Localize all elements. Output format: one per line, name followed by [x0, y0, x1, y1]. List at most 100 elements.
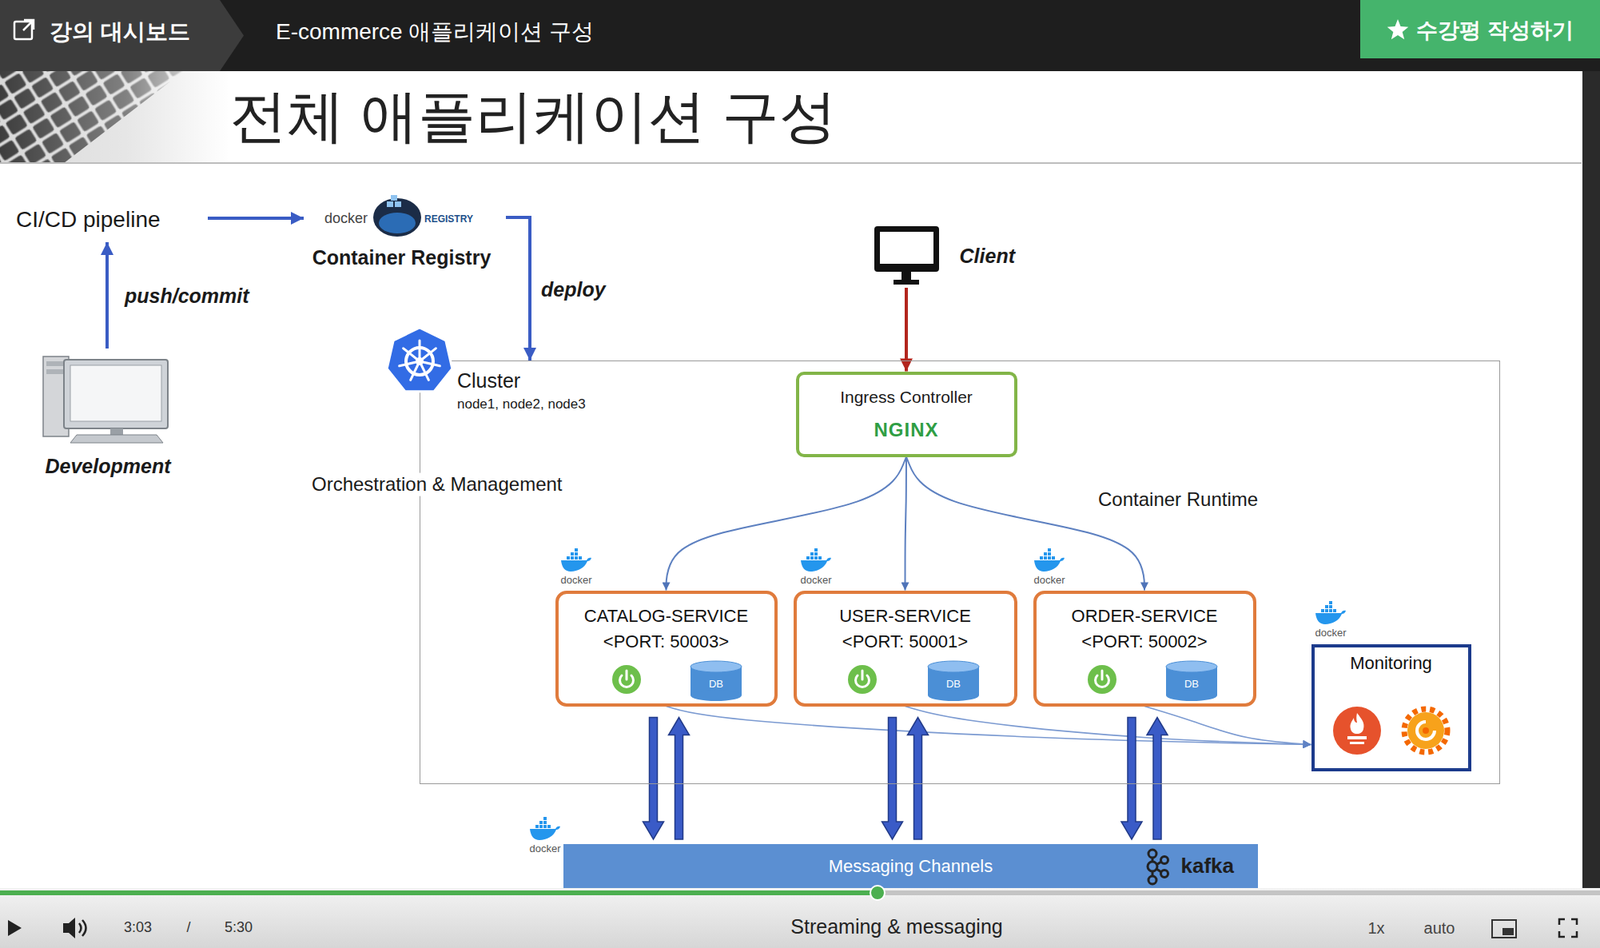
client-stand: [901, 271, 912, 280]
client-group: Client: [871, 223, 1015, 288]
docker-logo: [561, 548, 592, 572]
quality-control: auto: [1424, 918, 1456, 938]
pc-screen: [70, 365, 162, 422]
pc-monitor: [63, 359, 168, 429]
node-title: Ingress Controller: [839, 386, 973, 408]
node-title: Development: [45, 453, 172, 480]
pip-icon: [1502, 927, 1514, 936]
node-detail: <PORT: 50003>: [603, 630, 729, 654]
docker-logo: [1034, 548, 1065, 572]
spring-icon: [847, 664, 877, 694]
speed-control: 1x: [1367, 918, 1385, 938]
edge-label: deploy: [541, 277, 606, 302]
logo-text: docker: [1033, 573, 1065, 587]
laptop-ground: [0, 71, 230, 164]
pipeline-arrow: [207, 218, 304, 219]
grafana-icon: [1422, 727, 1429, 734]
service-box: CATALOG-SERVICE<PORT: 50003>: [555, 590, 778, 707]
messaging-arrow: [643, 717, 690, 840]
slide-title: 전체 애플리케이션 구성: [229, 81, 837, 151]
play-icon: [7, 919, 22, 936]
registry-logo: [390, 195, 398, 201]
grafana-icon: [1404, 708, 1448, 753]
messaging-arrow: [882, 717, 929, 840]
chapter-title: Streaming & messaging: [790, 914, 1003, 939]
connector-line: [906, 457, 1145, 591]
registry-logo: [378, 212, 416, 234]
pc-stand: [110, 428, 124, 435]
request-arrow: [906, 287, 908, 372]
time-current: 3:03: [123, 919, 152, 937]
pc-tower: [46, 369, 66, 375]
nav-link: 강의 대시보드: [49, 18, 191, 46]
registry-logo: [373, 198, 422, 237]
region-note: Container Runtime: [1094, 488, 1262, 512]
pip-icon: [1492, 919, 1517, 938]
review-button: [1360, 0, 1600, 59]
progress-played: [0, 890, 878, 896]
ingress-box: Ingress ControllerNGINX: [796, 371, 1018, 458]
player-side-strip: [1582, 71, 1600, 888]
kafka-logo: [1152, 857, 1162, 876]
spring-icon: [1087, 664, 1117, 694]
laptop-fade: [0, 71, 230, 164]
commit-arrow: [107, 242, 108, 349]
star-icon: [1387, 19, 1409, 40]
routing-arrow: [905, 457, 908, 591]
node-detail: kafka: [1181, 852, 1235, 880]
node-title: Container Registry: [312, 244, 492, 271]
node-detail: node1, node2, node3: [457, 395, 586, 414]
logo-text: docker: [529, 842, 561, 856]
node-title: Messaging Channels: [828, 854, 993, 878]
node-title: Cluster: [457, 367, 521, 395]
prometheus-icon: [1349, 712, 1364, 734]
node-title: Monitoring: [1349, 652, 1433, 676]
kubernetes-icon: [386, 327, 453, 392]
deploy-arrow: [505, 217, 530, 361]
node-detail: <PORT: 50002>: [1081, 630, 1207, 654]
kafka-logo: [1161, 870, 1169, 878]
service-box: USER-SERVICE<PORT: 50001>: [793, 590, 1018, 707]
kafka-logo: [1161, 856, 1169, 864]
logo-text: docker: [560, 573, 592, 587]
metrics-arrow: [905, 706, 1312, 745]
kubernetes-icon: [399, 340, 441, 380]
cluster-region: Clusternode1, node2, node3 Ingress Contro…: [419, 360, 1501, 785]
kafka-logo: [1147, 849, 1169, 884]
prometheus-icon: [1349, 741, 1365, 745]
block-arrow: [643, 717, 665, 840]
prometheus-icon: [1347, 736, 1367, 740]
monitoring-box: Monitoring: [1311, 644, 1472, 772]
connector-line: [505, 217, 530, 361]
spring-icon: [1095, 670, 1110, 688]
grafana-icon: [1407, 712, 1445, 749]
kafka-logo: [1148, 875, 1157, 884]
prometheus-icon: [1333, 706, 1382, 755]
laptop-photo: [0, 71, 230, 164]
kafka-logo: [1148, 849, 1157, 858]
client-stand: [893, 279, 920, 285]
block-arrow: [907, 717, 929, 840]
node-title: CATALOG-SERVICE: [584, 604, 749, 629]
client-monitor: [874, 226, 940, 272]
node-title: ORDER-SERVICE: [1071, 604, 1218, 629]
pc-keyboard: [70, 434, 164, 443]
connector-line: [905, 706, 1312, 745]
db-label: DB: [1184, 677, 1199, 691]
metrics-arrow: [666, 706, 1312, 745]
connector-line: [905, 457, 908, 591]
region-note: Orchestration & Management: [308, 473, 566, 497]
docker-logo: [529, 816, 561, 840]
connector-line: [1144, 706, 1312, 745]
connector-line: [105, 242, 109, 349]
header-bar: [0, 0, 1600, 72]
pc-tower: [46, 361, 66, 367]
logo-text: REGISTRY: [424, 213, 474, 225]
node-detail: NGINX: [873, 417, 939, 442]
routing-arrow: [906, 457, 1145, 591]
logo-text: docker: [1314, 626, 1346, 640]
logo-text: docker: [800, 573, 832, 587]
docker-logo: [800, 548, 832, 572]
development-group: Development: [31, 350, 184, 482]
